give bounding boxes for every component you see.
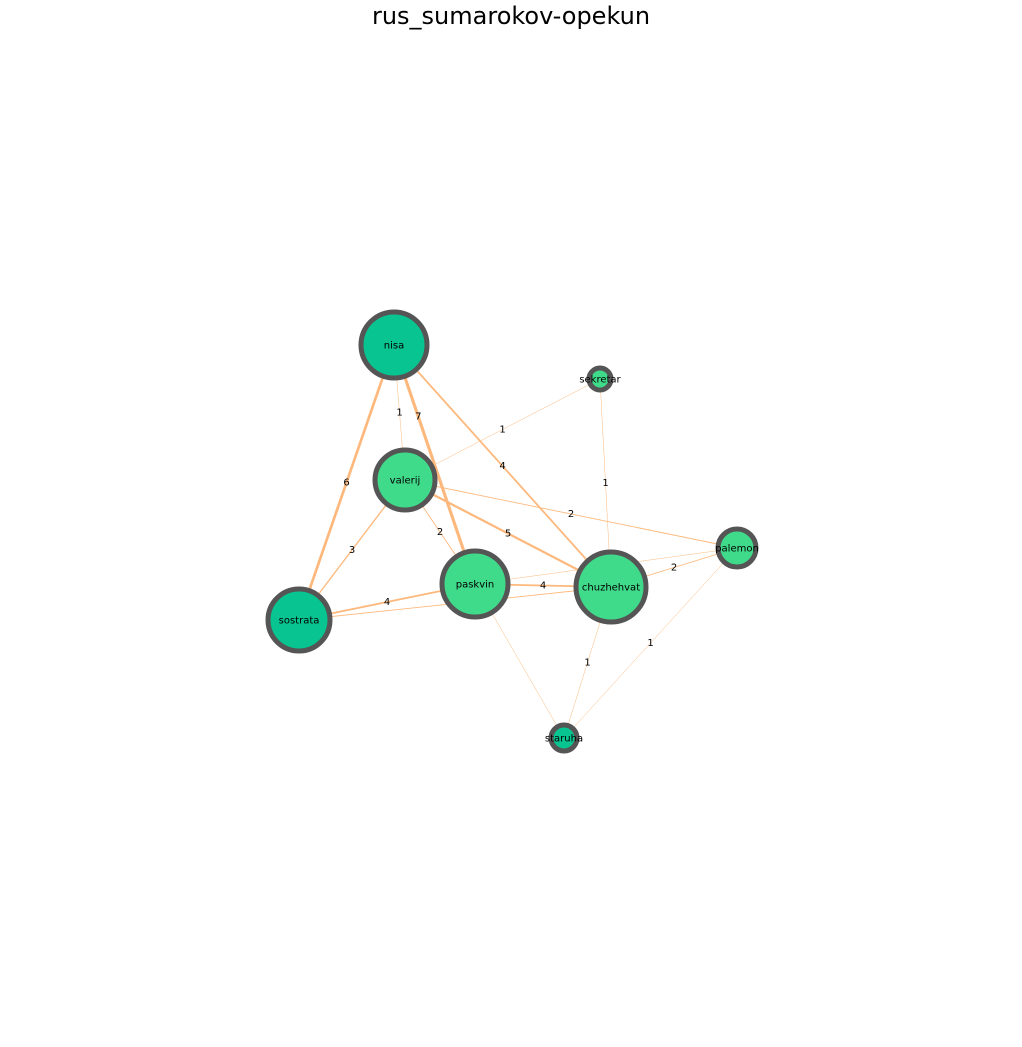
node-label-valerij: valerij [390, 476, 421, 487]
node-sostrata[interactable]: sostrata [265, 586, 333, 654]
edge-valerij-palemon [404, 479, 738, 549]
edge-label-valerij-sostrata: 3 [349, 545, 355, 556]
node-valerij[interactable]: valerij [372, 447, 438, 513]
node-chuzhehvat[interactable]: chuzhehvat [573, 549, 649, 625]
edge-label-valerij-palemon: 2 [568, 509, 574, 520]
graph-title: rus_sumarokov-opekun [371, 2, 651, 30]
node-circle-nisa [358, 309, 430, 381]
node-sekretar[interactable]: sekretar [579, 365, 622, 393]
edge-label-valerij-chuzhehvat: 5 [505, 529, 511, 540]
node-paskvin[interactable]: paskvin [439, 548, 511, 620]
node-circle-sostrata [265, 586, 333, 654]
node-circle-sekretar [586, 365, 614, 393]
node-label-staruha: staruha [545, 734, 583, 745]
edge-nisa-sostrata [297, 343, 396, 622]
node-label-paskvin: paskvin [456, 580, 495, 591]
edge-label-paskvin-chuzhehvat: 4 [540, 581, 546, 592]
edge-nisa-chuzhehvat [393, 344, 612, 588]
nodes-layer: nisa sekretar valerij palemon paskvin chuzheh… [265, 309, 759, 754]
node-label-nisa: nisa [384, 341, 404, 352]
edge-label-sekretar-chuzhehvat: 1 [602, 478, 608, 489]
node-circle-palemon [715, 526, 759, 570]
edge-label-nisa-paskvin: 7 [415, 412, 421, 423]
node-circle-staruha [548, 722, 580, 754]
node-nisa[interactable]: nisa [358, 309, 430, 381]
node-label-sekretar: sekretar [579, 375, 621, 386]
edge-label-nisa-sostrata: 6 [343, 478, 349, 489]
node-staruha[interactable]: staruha [545, 722, 583, 754]
edges-layer [297, 343, 738, 739]
edge-palemon-staruha [563, 547, 738, 739]
edge-labels-layer: 1 7 6 4 1 2 5 2 3 1 4 4 2 1 1 [343, 408, 677, 669]
node-label-chuzhehvat: chuzhehvat [582, 583, 640, 594]
edge-label-chuzhehvat-palemon: 2 [671, 563, 677, 574]
edge-label-valerij-paskvin: 2 [437, 527, 443, 538]
edge-label-paskvin-sostrata: 4 [384, 597, 390, 608]
edge-valerij-sekretar [404, 378, 601, 481]
node-circle-chuzhehvat [573, 549, 649, 625]
edge-label-chuzhehvat-staruha: 1 [584, 658, 590, 669]
node-circle-paskvin [439, 548, 511, 620]
node-palemon[interactable]: palemon [715, 526, 759, 570]
node-label-sostrata: sostrata [279, 616, 320, 627]
edge-label-nisa-valerij: 1 [396, 408, 402, 419]
node-label-palemon: palemon [715, 544, 759, 555]
edge-valerij-chuzhehvat [403, 478, 613, 589]
edge-label-nisa-chuzhehvat: 4 [499, 461, 505, 472]
edge-label-palemon-staruha: 1 [647, 638, 653, 649]
node-circle-valerij [372, 447, 438, 513]
edge-label-valerij-sekretar: 1 [499, 425, 505, 436]
